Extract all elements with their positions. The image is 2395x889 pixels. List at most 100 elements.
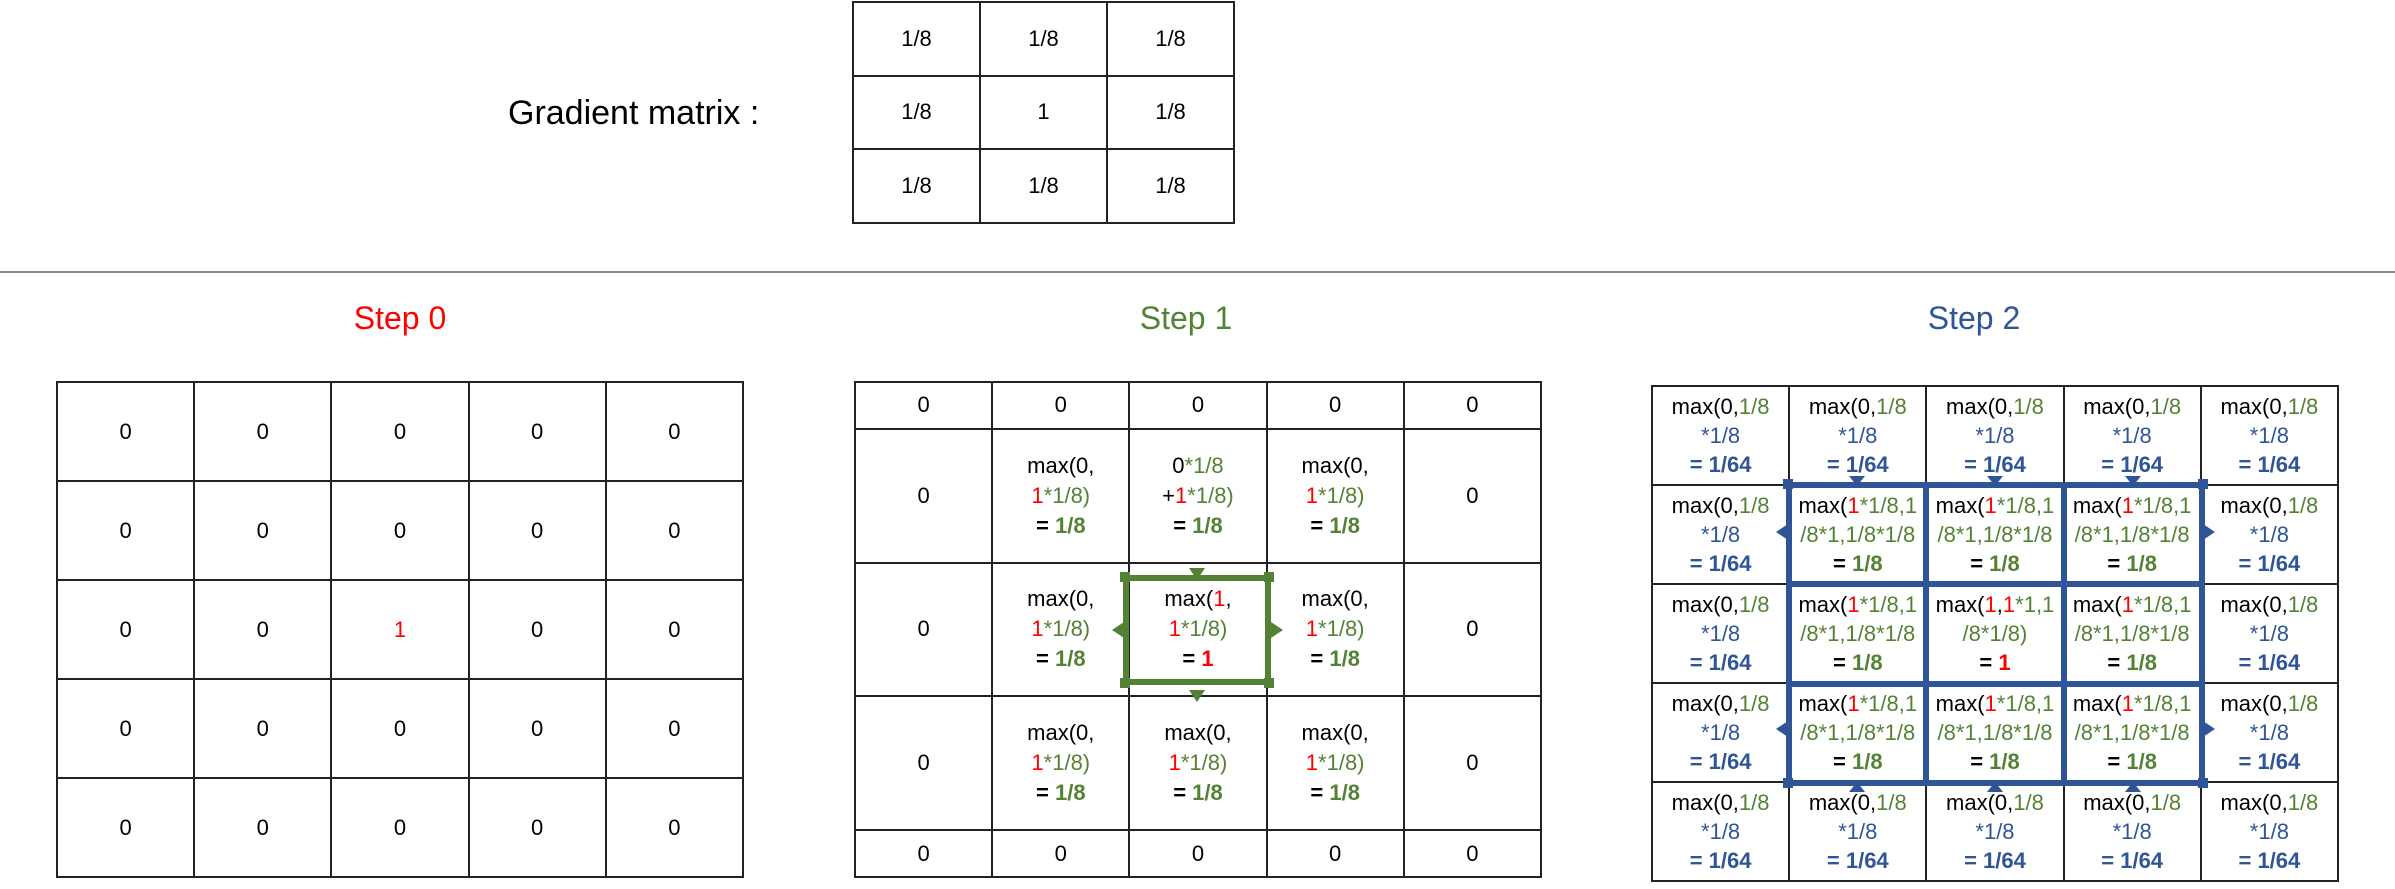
arrow-left-icon — [1776, 721, 1788, 737]
grid-cell-inner: max(1*1/8,1/8*1,1/8*1/8= 1/8 — [1925, 682, 2065, 783]
grid-cell-outer: max(0,1/8*1/8= 1/64 — [1925, 781, 2065, 882]
grid-cell-center: max(1,1*1,1/8*1/8)= 1 — [1925, 583, 2065, 684]
grid-cell: 0 — [604, 777, 745, 878]
grid-cell: 0 — [1265, 381, 1405, 430]
step1-title: Step 1 — [1139, 300, 1233, 336]
grid-cell-inner: max(1*1/8,1/8*1,1/8*1/8= 1/8 — [1788, 484, 1928, 585]
grid-cell: 0 — [55, 381, 196, 482]
grid-cell: 0 — [853, 561, 994, 698]
corner-marker — [1783, 479, 1793, 489]
grid-cell: 0 — [1402, 561, 1543, 698]
grid-cell: 0 — [467, 579, 607, 680]
grid-cell-inner: max(1*1/8,1/8*1,1/8*1/8= 1/8 — [1788, 583, 1928, 684]
corner-marker — [2198, 479, 2208, 489]
grid-cell: 0 — [193, 678, 333, 779]
grid-cell-edge: max(0, 1*1/8) = 1/8 — [1265, 427, 1405, 564]
grid-cell: 0 — [1402, 695, 1543, 832]
grid-cell: 0 — [330, 678, 470, 779]
arrow-down-icon — [1849, 782, 1865, 792]
grid-cell: 0 — [55, 678, 196, 779]
grid-cell: 0 — [467, 381, 607, 482]
corner-marker — [1264, 572, 1274, 582]
step2-highlight — [1786, 482, 2205, 786]
gradient-cell: 1/8 — [979, 1, 1108, 77]
corner-marker — [1783, 778, 1793, 788]
step1-highlight — [1120, 572, 1274, 688]
grid-cell: 0 — [1265, 829, 1405, 878]
grid-cell: 0 — [604, 480, 745, 581]
step1-center-box — [1123, 575, 1271, 685]
arrow-left-icon — [1776, 524, 1788, 540]
arrow-right-icon — [1271, 622, 1283, 638]
grid-cell: 0 — [193, 381, 333, 482]
grid-cell-outer: max(0,1/8*1/8= 1/64 — [1650, 583, 1791, 684]
step2-outer-box — [1786, 482, 2205, 786]
grid-cell-outer: max(0,1/8*1/8= 1/64 — [1788, 781, 1928, 882]
gradient-matrix-table: 1/8 1/8 1/8 1/8 1 1/8 1/8 1/8 1/8 — [852, 1, 1235, 224]
arrow-down-icon — [1987, 782, 2003, 792]
grid-cell: 0 — [1402, 427, 1543, 564]
grid-cell: 0 — [193, 777, 333, 878]
gradient-cell: 1/8 — [1106, 148, 1235, 224]
arrow-up-icon — [2125, 476, 2141, 486]
grid-cell: 0 — [604, 579, 745, 680]
step2-arrows — [1776, 476, 2215, 792]
gradient-cell: 1/8 — [979, 148, 1108, 224]
corner-marker — [1264, 678, 1274, 688]
grid-cell: 0 — [604, 381, 745, 482]
grid-cell: 0 — [193, 480, 333, 581]
gradient-cell: 1/8 — [852, 74, 981, 151]
grid-cell-outer: max(0,1/8*1/8= 1/64 — [2199, 682, 2340, 783]
arrow-down-icon — [2125, 782, 2141, 792]
arrow-down-icon — [1189, 690, 1205, 702]
step0-title: Step 0 — [353, 300, 447, 336]
step2-title: Step 2 — [1927, 300, 2021, 336]
grid-cell: 0 — [853, 381, 994, 430]
grid-cell: 0 — [467, 678, 607, 779]
arrow-right-icon — [2203, 524, 2215, 540]
step2-grid: max(0,1/8*1/8= 1/64 max(0,1/8*1/8= 1/64 … — [1650, 385, 2340, 882]
grid-cell: 0 — [330, 480, 470, 581]
grid-cell: 0 — [1128, 381, 1268, 430]
grid-cell: 0 — [55, 480, 196, 581]
grid-cell-edge: max(0, 1*1/8) = 1/8 — [991, 695, 1131, 832]
grid-cell: 0 — [991, 381, 1131, 430]
grid-cell: 0 — [193, 579, 333, 680]
grid-cell: 0 — [330, 777, 470, 878]
gradient-cell: 1 — [979, 74, 1108, 151]
arrow-up-icon — [1849, 476, 1865, 486]
grid-cell: 0 — [991, 829, 1131, 878]
corner-marker — [2198, 778, 2208, 788]
grid-cell-inner: max(1*1/8,1/8*1,1/8*1/8= 1/8 — [1788, 682, 1928, 783]
gradient-matrix-label: Gradient matrix : — [508, 94, 760, 132]
gradient-cell: 1/8 — [852, 148, 981, 224]
grid-cell-outer: max(0,1/8*1/8= 1/64 — [2062, 781, 2202, 882]
grid-cell-edge: max(0, 1*1/8) = 1/8 — [991, 561, 1131, 698]
grid-cell-outer: max(0,1/8*1/8= 1/64 — [2199, 583, 2340, 684]
arrow-up-icon — [1189, 568, 1205, 580]
grid-cell: 0 — [55, 777, 196, 878]
grid-cell: 0 — [467, 480, 607, 581]
arrow-right-icon — [2203, 721, 2215, 737]
grid-cell: 0 — [853, 829, 994, 878]
step1-grid: 0 0 0 0 0 0 max(0, 1*1/8) = 1/8 0*1/8 +1… — [853, 381, 1543, 878]
grid-cell: 0 — [604, 678, 745, 779]
grid-cell-top-center: 0*1/8 +1*1/8) = 1/8 — [1128, 427, 1268, 564]
arrow-up-icon — [1987, 476, 2003, 486]
step1-arrows — [1112, 568, 1283, 702]
grid-cell: 0 — [853, 427, 994, 564]
grid-cell-outer: max(0,1/8*1/8= 1/64 — [1650, 781, 1791, 882]
grid-cell: 0 — [1402, 381, 1543, 430]
grid-cell-outer: max(0,1/8*1/8= 1/64 — [2199, 385, 2340, 486]
grid-cell: 0 — [330, 381, 470, 482]
grid-cell-outer: max(0,1/8*1/8= 1/64 — [1650, 484, 1791, 585]
grid-cell: 0 — [467, 777, 607, 878]
grid-cell: 0 — [55, 579, 196, 680]
grid-cell-center: 1 — [330, 579, 470, 680]
corner-marker — [1120, 572, 1130, 582]
grid-cell-outer: max(0,1/8*1/8= 1/64 — [2199, 781, 2340, 882]
gradient-cell: 1/8 — [1106, 1, 1235, 77]
grid-cell-edge: max(0, 1*1/8) = 1/8 — [1128, 695, 1268, 832]
step0-grid: 0 0 0 0 0 0 0 0 0 0 0 0 1 0 0 0 0 0 0 0 … — [55, 381, 745, 878]
